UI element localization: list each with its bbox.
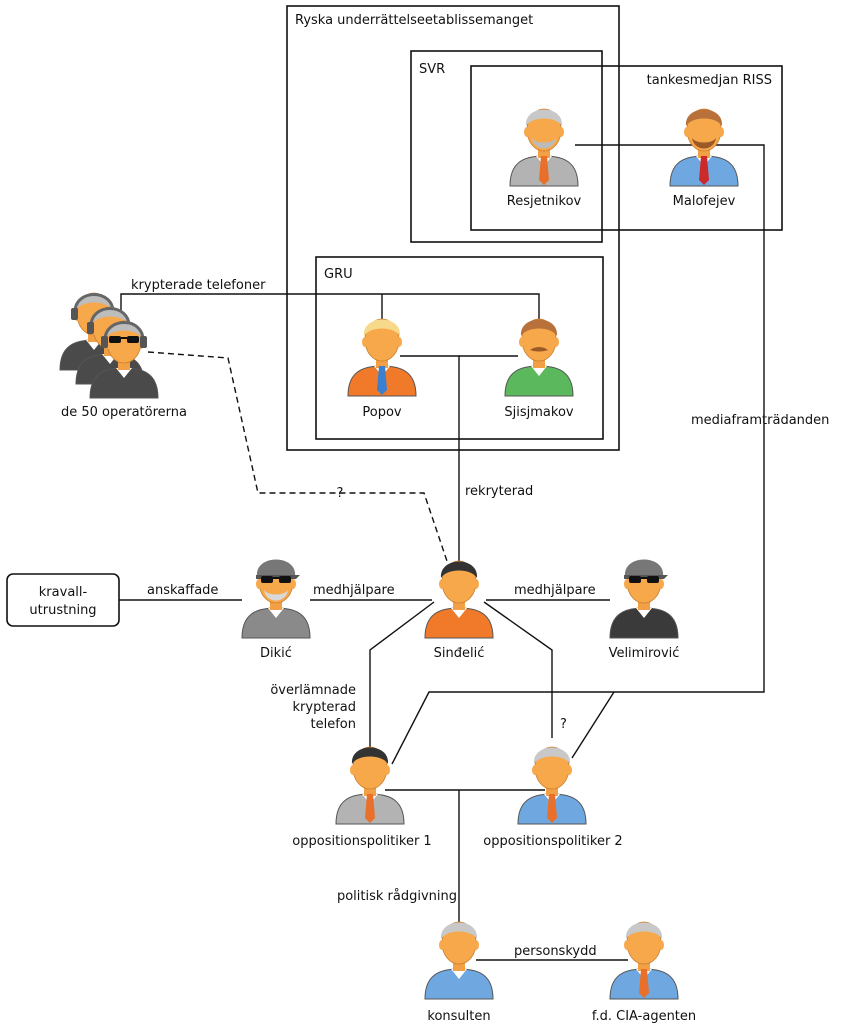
accomplice-right-label: medhjälpare <box>514 583 596 598</box>
cia-agent-name: f.d. CIA-agenten <box>592 1009 696 1024</box>
procured-label: anskaffade <box>147 583 218 598</box>
encrypted-phones-label: krypterade telefoner <box>131 278 266 293</box>
recruited-label: rekryterad <box>465 484 533 499</box>
personal-protection-label: personskydd <box>514 944 597 959</box>
handed-phone-label-line2: krypterad <box>293 700 356 715</box>
riot-gear-box <box>6 573 120 627</box>
svr-box <box>410 50 603 243</box>
politician2-name: oppositionspolitiker 2 <box>483 834 622 849</box>
russian-establishment-box <box>286 5 620 451</box>
sindelic-politician2-link <box>483 601 553 738</box>
riot-gear-label-line2: utrustning <box>29 603 96 618</box>
sjisjmakov-icon <box>504 318 574 397</box>
handed-phone-link <box>369 601 435 756</box>
resjetnikov-malofejev-media-link <box>391 144 765 765</box>
media-appearances-label: mediaframträdanden <box>691 413 829 428</box>
svr-label: SVR <box>419 62 445 77</box>
resjetnikov-name: Resjetnikov <box>507 194 582 209</box>
operators-sindelic-dashed-link <box>147 351 450 568</box>
dikic-name: Dikić <box>260 646 292 661</box>
malofejev-name: Malofejev <box>673 194 736 209</box>
political-advice-label: politisk rådgivning <box>337 889 457 904</box>
riss-label: tankesmedjan RISS <box>647 73 772 88</box>
sjisjmakov-name: Sjisjmakov <box>504 405 574 420</box>
unknown-link-label: ? <box>337 486 344 501</box>
consultant-name: konsulten <box>427 1009 490 1024</box>
politician2-icon <box>517 746 587 825</box>
operators-icon <box>59 292 159 399</box>
operators-name: de 50 operatörerna <box>61 405 187 420</box>
politician1-name: oppositionspolitiker 1 <box>292 834 431 849</box>
resjetnikov-icon <box>509 108 579 187</box>
riss-box <box>470 65 783 231</box>
handed-phone-label-line1: överlämnade <box>270 683 356 698</box>
unknown-link-2-label: ? <box>560 717 567 732</box>
gru-label: GRU <box>324 267 353 282</box>
sindelic-icon <box>424 560 494 639</box>
accomplice-left-label: medhjälpare <box>313 583 395 598</box>
popov-icon <box>347 318 417 397</box>
encrypted-phones-link <box>120 293 540 320</box>
riot-gear-label-line1: kravall- <box>39 585 88 600</box>
velimirovic-name: Velimirović <box>609 646 680 661</box>
popov-name: Popov <box>362 405 402 420</box>
handed-phone-label-line3: telefon <box>311 717 356 732</box>
russian-establishment-label: Ryska underrättelseetablissemanget <box>295 13 533 28</box>
politician1-icon <box>335 746 405 825</box>
velimirovic-icon <box>609 559 679 639</box>
malofejev-icon <box>669 108 739 187</box>
media-to-politician2-link <box>571 691 615 759</box>
sindelic-name: Sinđelić <box>434 646 485 661</box>
dikic-icon <box>241 559 311 639</box>
